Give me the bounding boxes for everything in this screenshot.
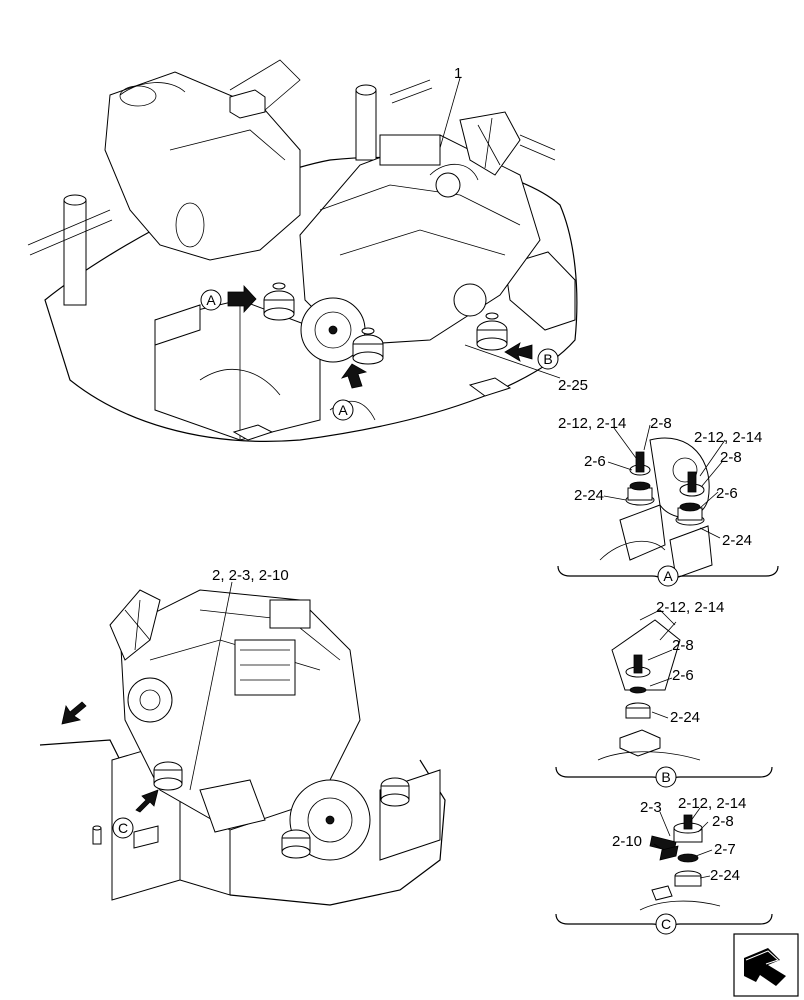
engine-mounts-top: [263, 282, 508, 365]
view-marker-a-bottom: A: [332, 399, 354, 421]
callout-label: 2-8: [720, 449, 742, 466]
callout-label: 1: [454, 65, 462, 82]
view-marker-c-lower: C: [112, 817, 134, 839]
view-letter: A: [338, 402, 348, 418]
leader-line: [189, 581, 233, 791]
view-marker-a-left: A: [200, 289, 222, 311]
callout-label: 2-12, 2-14: [558, 415, 626, 432]
detail-view-letter: B: [661, 769, 670, 785]
callout-label: 2-8: [712, 813, 734, 830]
callout-label: 2-8: [672, 637, 694, 654]
view-marker-b: B: [537, 348, 559, 370]
callout-label: 2-8: [650, 415, 672, 432]
callout-label: 2-25: [558, 377, 588, 394]
callout-label: 2-24: [722, 532, 752, 549]
lower-engine-assembly: [39, 589, 446, 906]
callout-label: 2-6: [716, 485, 738, 502]
leader-line: [464, 344, 561, 379]
callout-label: 2-24: [670, 709, 700, 726]
view-letter: A: [206, 292, 216, 308]
view-arrows-top: [227, 284, 533, 389]
detail-a: 2-12, 2-14 2-8 2-6 2-24 2-12, 2-14 2-8 2…: [557, 415, 779, 587]
view-letter: B: [543, 351, 552, 367]
detail-view-letter: A: [663, 568, 673, 584]
next-page-arrow-icon[interactable]: [733, 933, 799, 997]
callout-label: 2, 2-3, 2-10: [212, 567, 289, 584]
view-arrows-lower: [61, 701, 159, 813]
callout-label: 2-6: [672, 667, 694, 684]
callout-label: 2-24: [710, 867, 740, 884]
callout-label: 2-3: [640, 799, 662, 816]
callout-label: 2-7: [714, 841, 736, 858]
upper-frame-assembly: [27, 59, 578, 442]
detail-view-letter: C: [661, 916, 671, 932]
detail-c: 2-3 2-12, 2-14 2-8 2-10 2-7 2-24 C: [555, 795, 773, 935]
callout-label: 2-12, 2-14: [678, 795, 746, 812]
callout-label: 2-24: [574, 487, 604, 504]
view-letter: C: [118, 820, 128, 836]
leader-line: [439, 77, 461, 149]
detail-b: 2-12, 2-14 2-8 2-6 2-24 B: [555, 599, 773, 788]
callout-label: 2-10: [612, 833, 642, 850]
callout-label: 2-12, 2-14: [694, 429, 762, 446]
engine-mounts-lower: [153, 761, 410, 859]
callout-label: 2-12, 2-14: [656, 599, 724, 616]
engine-assembly-top: [299, 111, 541, 363]
callout-label: 2-6: [584, 453, 606, 470]
